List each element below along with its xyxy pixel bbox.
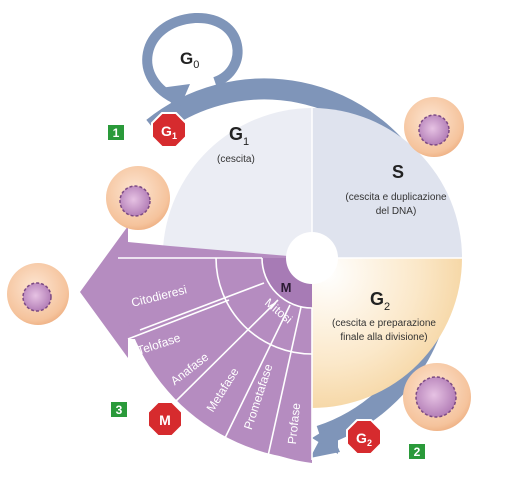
- g2-label: G2: [370, 289, 390, 313]
- mitosis-sector-fill: [117, 258, 312, 460]
- stop-sign-m: M: [147, 401, 183, 437]
- cell-g1: [106, 166, 170, 230]
- g2-description-line2: finale alla divisione): [340, 332, 427, 343]
- g0-label: G0: [180, 49, 199, 71]
- svg-text:2: 2: [414, 445, 421, 459]
- g1-description: (cescita): [217, 154, 255, 165]
- m-label: M: [281, 280, 292, 295]
- svg-text:G1: G1: [161, 123, 177, 141]
- s-description-line2: del DNA): [376, 206, 417, 217]
- svg-text:M: M: [159, 412, 171, 428]
- center-hole: [286, 232, 338, 284]
- g1-label: G1: [229, 124, 249, 148]
- cell-g2: [403, 363, 471, 431]
- cell-daughter: [7, 263, 69, 325]
- profase-label: Profase: [285, 402, 303, 445]
- svg-text:G2: G2: [356, 430, 372, 448]
- checkpoint-number-3: 3: [111, 402, 127, 417]
- s-sector: [312, 108, 462, 258]
- g0-loop: [142, 12, 243, 105]
- checkpoint-number-2: 2: [409, 444, 425, 459]
- stop-sign-g2: G2: [346, 419, 382, 455]
- checkpoint-number-1: 1: [108, 125, 124, 140]
- s-description-line1: (cescita e duplicazione: [345, 192, 447, 203]
- g0-loop-arrowhead: [160, 84, 190, 112]
- s-label: S: [392, 162, 404, 182]
- stop-sign-g1: G1: [151, 112, 187, 148]
- g2-sector: [312, 258, 462, 408]
- svg-text:3: 3: [116, 403, 123, 417]
- g1-sector: [162, 108, 312, 258]
- ring-arrow-tip: [312, 422, 338, 454]
- g2-description-line1: (cescita e preparazione: [332, 318, 436, 329]
- svg-text:1: 1: [113, 126, 120, 140]
- cell-s: [404, 97, 464, 157]
- interfase-label: Interfase: [288, 63, 343, 80]
- mitosis-divisions: [118, 257, 313, 460]
